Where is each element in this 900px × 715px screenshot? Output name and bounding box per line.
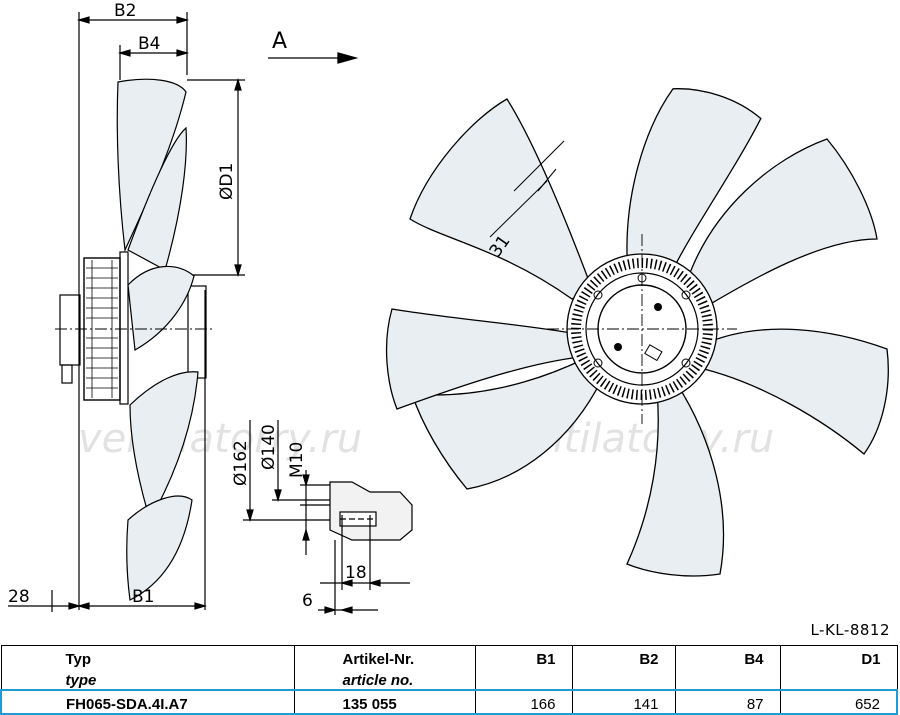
- mount-dot-icon: [654, 303, 662, 311]
- m10-label: M10: [287, 442, 307, 478]
- d162-label: Ø162: [231, 440, 251, 486]
- bolt-hole-icon: [593, 358, 603, 368]
- drawing-code: L-KL-8812: [810, 621, 890, 639]
- header-b1: B1: [474, 645, 572, 668]
- dim-28-label: 28: [8, 587, 30, 607]
- b4-label: B4: [138, 34, 160, 54]
- fan-blades: [385, 88, 889, 577]
- flange-detail: [243, 420, 413, 615]
- header-article-sub: article no.: [293, 668, 475, 690]
- spec-table: Typ Artikel-Nr. B1 B2 B4 D1 type article…: [0, 645, 898, 715]
- arrow-a-label: A: [272, 29, 287, 54]
- bolt-hole-icon: [593, 290, 603, 300]
- dim-18-label: 18: [345, 563, 367, 583]
- cell-b2: 141: [571, 689, 675, 715]
- b2-label: B2: [114, 1, 136, 21]
- front-view: [385, 88, 889, 577]
- header-d1: D1: [779, 645, 898, 668]
- bolt-hole-icon: [681, 358, 691, 368]
- cell-type: FH065-SDA.4I.A7: [0, 689, 294, 715]
- mount-dot-icon: [614, 343, 622, 351]
- side-view: [8, 12, 245, 612]
- d1-label: ØD1: [217, 163, 237, 200]
- fan-technical-drawing: ventilatorry.ru ventilatorry.ru: [8, 1, 889, 615]
- table-header-row: Typ Artikel-Nr. B1 B2 B4 D1: [0, 645, 898, 668]
- header-b4: B4: [674, 645, 780, 668]
- dim-6-label: 6: [302, 591, 313, 611]
- header-type: Typ: [0, 645, 294, 668]
- cell-b4: 87: [674, 689, 780, 715]
- table-subheader-row: type article no.: [0, 668, 898, 690]
- header-article: Artikel-Nr.: [293, 645, 475, 668]
- d140-label: Ø140: [259, 424, 279, 470]
- cell-b1: 166: [474, 689, 572, 715]
- watermark-left: ventilatorry.ru: [78, 416, 362, 462]
- header-b2: B2: [571, 645, 675, 668]
- table-row: FH065-SDA.4I.A7 135 055 166 141 87 652: [0, 689, 898, 715]
- bolt-hole-icon: [681, 290, 691, 300]
- cable-gland-icon: [644, 344, 663, 362]
- header-type-sub: type: [0, 668, 294, 690]
- view-arrow-a: [268, 52, 359, 64]
- cell-article: 135 055: [293, 689, 475, 715]
- cell-d1: 652: [779, 689, 898, 715]
- b1-label: B1: [132, 587, 154, 607]
